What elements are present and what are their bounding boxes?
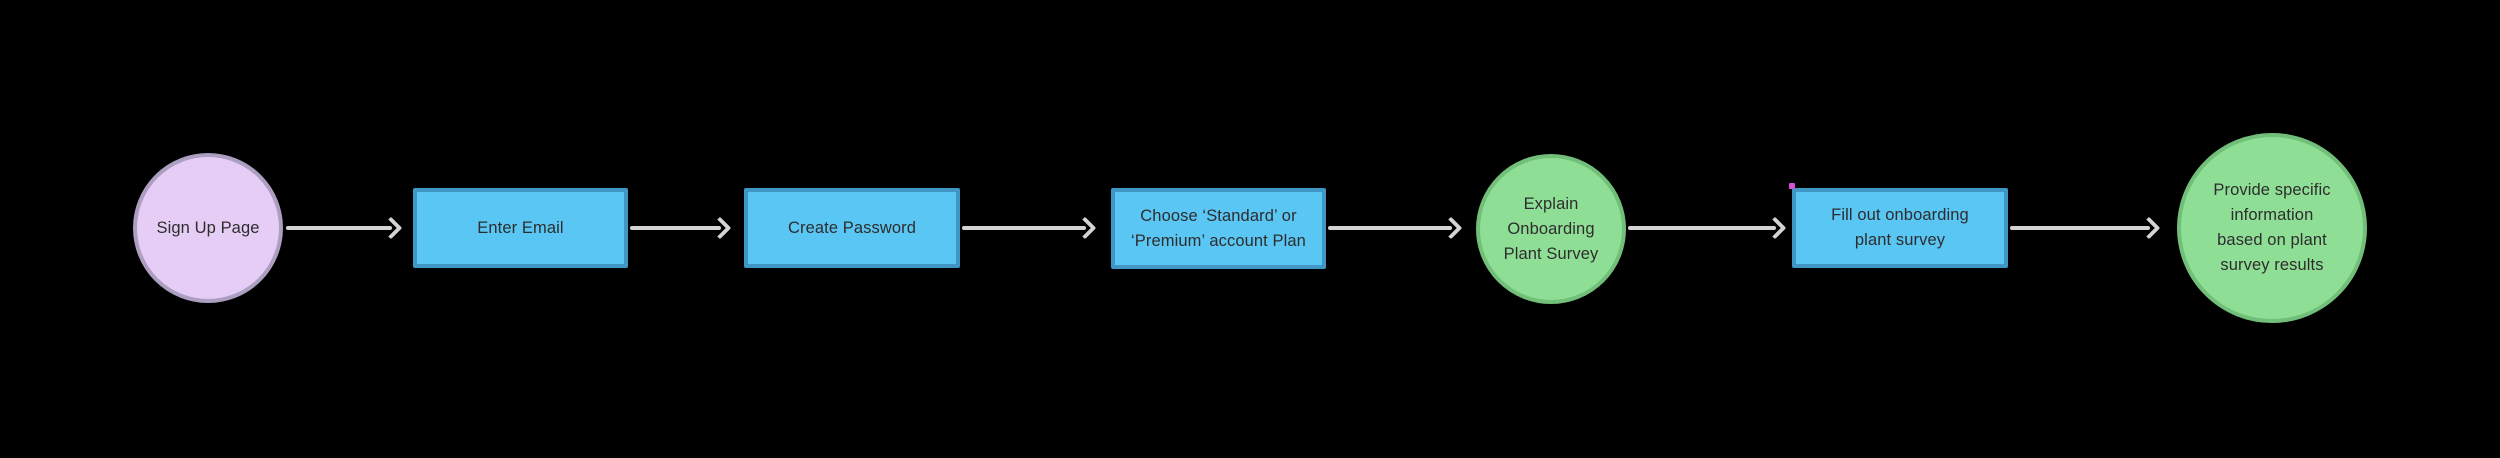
flow-node-choose-plan[interactable]: Choose ‘Standard’ or ‘Premium’ account P… xyxy=(1111,188,1326,269)
node-label: Provide specific information based on pl… xyxy=(2213,181,2331,274)
node-label: Enter Email xyxy=(477,218,564,237)
flow-arrow-3[interactable] xyxy=(962,216,1097,240)
flow-arrow-5[interactable] xyxy=(1628,216,1787,240)
flow-node-fill-out-survey[interactable]: Fill out onboarding plant survey xyxy=(1792,188,2008,268)
node-label: Choose ‘Standard’ or ‘Premium’ account P… xyxy=(1131,206,1306,250)
node-label: Fill out onboarding plant survey xyxy=(1831,206,1969,249)
arrow-line xyxy=(1328,226,1452,230)
arrowhead-icon xyxy=(379,216,403,240)
arrowhead-icon xyxy=(2137,216,2161,240)
arrow-line xyxy=(962,226,1086,230)
arrow-line xyxy=(2010,226,2150,230)
arrowhead-icon xyxy=(1763,216,1787,240)
node-label: Create Password xyxy=(787,218,917,237)
flow-arrow-4[interactable] xyxy=(1328,216,1463,240)
collaborator-cursor-dot xyxy=(1789,183,1795,189)
arrowhead-icon xyxy=(1439,216,1463,240)
arrow-line xyxy=(630,226,721,230)
arrowhead-icon xyxy=(708,216,732,240)
node-label: Explain Onboarding Plant Survey xyxy=(1503,194,1599,263)
flow-arrow-2[interactable] xyxy=(630,216,732,240)
flow-node-provide-info[interactable]: Provide specific information based on pl… xyxy=(2177,133,2367,323)
arrowhead-icon xyxy=(1073,216,1097,240)
flow-node-enter-email[interactable]: Enter Email xyxy=(413,188,628,268)
arrow-line xyxy=(1628,226,1776,230)
flow-arrow-1[interactable] xyxy=(286,216,403,240)
node-label: Sign Up Page xyxy=(156,218,260,237)
flow-node-sign-up-page[interactable]: Sign Up Page xyxy=(133,153,283,303)
flow-arrow-6[interactable] xyxy=(2010,216,2161,240)
flow-node-create-password[interactable]: Create Password xyxy=(744,188,960,268)
flow-node-explain-survey[interactable]: Explain Onboarding Plant Survey xyxy=(1476,154,1626,304)
arrow-line xyxy=(286,226,392,230)
